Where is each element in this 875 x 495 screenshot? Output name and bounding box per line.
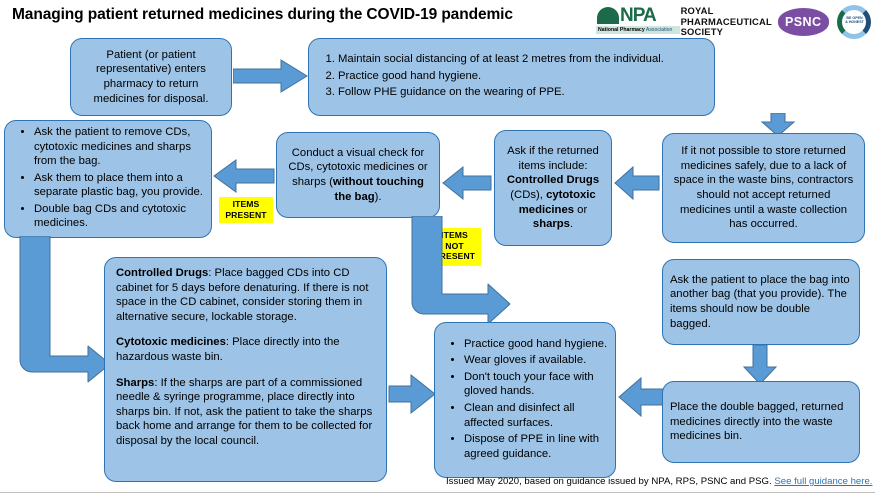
handling-sharps-text: : If the sharps are part of a commission… [116,376,373,447]
tag-items-not-present-line2: NOT [445,240,464,251]
psg-ring-icon [836,5,871,39]
box-patient-enters-text: Patient (or patient representative) ente… [93,48,209,105]
tag-items-present-line1: ITEMS [232,199,260,209]
list-item: Wear gloves if available. [464,353,608,368]
npa-logo: NPA National Pharmacy Association [594,4,680,40]
handling-paragraph-cds: Controlled Drugs: Place bagged CDs into … [116,266,375,324]
list-item: Ask the patient to remove CDs, cytotoxic… [34,125,204,169]
visual-check-line1: Conduct a visual check for CDs, cytotoxi… [288,146,428,188]
tag-items-present: ITEMS PRESENT [219,197,273,223]
footer-divider [0,492,875,493]
npa-logo-line2: Association [645,27,673,33]
psg-logo-line2: & HONEST [845,20,864,25]
arrow-no-storage-to-ask-items [614,165,660,201]
list-item: Practice good hand hygiene. [338,69,664,84]
ask-items-bold1: Controlled Drugs [506,174,600,187]
box-remove-items: Ask the patient to remove CDs, cytotoxic… [4,120,212,238]
box-visual-check: Conduct a visual check for CDs, cytotoxi… [276,132,440,218]
ask-items-bold2: cytotoxic medicines [518,189,596,216]
list-item: Practice good hand hygiene. [464,337,608,352]
handling-paragraph-cytotoxic: Cytotoxic medicines: Place directly into… [116,335,375,364]
handling-paragraph-sharps: Sharps: If the sharps are part of a comm… [116,376,375,449]
npa-arch-icon [597,7,619,24]
arrow-ask-items-to-visual-check [442,165,492,201]
handling-cds-text: : Place bagged CDs into CD cabinet for 5… [116,267,369,323]
box-hygiene-list: Practice good hand hygiene. Wear gloves … [442,337,608,464]
ask-items-line4: . [569,218,574,231]
handling-cytotoxic-label: Cytotoxic medicines [116,336,226,349]
box-no-storage: If it not possible to store returned med… [662,133,865,243]
list-item: Ask them to place them into a separate p… [34,171,204,200]
box-waste-bin: Place the double bagged, returned medici… [662,381,860,463]
logo-bar: NPA National Pharmacy Association ROYAL … [594,2,872,42]
guidance-link[interactable]: See full guidance here. [774,476,873,487]
footer: Issued May 2020, based on guidance issue… [446,476,872,487]
box-precautions: Maintain social distancing of at least 2… [308,38,715,116]
psg-logo-text: BE OPEN & HONEST [842,16,868,25]
handling-cds-label: Controlled Drugs [116,267,209,279]
arrow-remove-items-to-handling [19,236,111,383]
box-no-storage-text: If it not possible to store returned med… [673,145,854,231]
box-double-bag: Ask the patient to place the bag into an… [662,259,860,345]
list-item: Don't touch your face with gloved hands. [464,370,608,399]
box-handling: Controlled Drugs: Place bagged CDs into … [104,257,387,482]
handling-cytotoxic-text: : Place directly into the hazardous wast… [116,336,340,363]
box-ask-items-text: Ask if the returned items include: Contr… [502,144,604,232]
npa-logo-abbr: NPA [620,5,657,26]
arrow-visual-check-to-hygiene [411,216,511,325]
page-title: Managing patient returned medicines duri… [12,6,513,23]
box-precautions-list: Maintain social distancing of at least 2… [316,52,664,102]
arrow-visual-check-to-remove-items [213,159,275,193]
box-patient-enters: Patient (or patient representative) ente… [70,38,232,116]
list-item: Maintain social distancing of at least 2… [338,52,664,67]
psnc-logo: PSNC [777,8,829,36]
visual-check-bold1: without touching the bag [332,176,424,203]
box-remove-items-list: Ask the patient to remove CDs, cytotoxic… [12,125,204,233]
rps-logo: ROYAL PHARMACEUTICAL SOCIETY [680,5,772,38]
box-double-bag-text: Ask the patient to place the bag into an… [670,273,850,330]
handling-sharps-label: Sharps [116,376,155,389]
npa-logo-line1: National Pharmacy [598,27,645,33]
psg-logo-line1: BE OPEN [846,16,863,20]
arrow-handling-to-hygiene [388,373,436,415]
ask-items-line1: Ask if the returned items include: [507,145,599,172]
tag-items-not-present-line1: ITEMS [441,230,468,240]
psg-logo: BE OPEN & HONEST [835,3,872,41]
ask-items-line2: (CDs), [510,189,547,201]
list-item: Dispose of PPE in line with agreed guida… [464,432,608,461]
ask-items-line3: or [574,203,588,216]
rps-logo-line2: PHARMACEUTICAL [680,15,772,27]
box-hygiene: Practice good hand hygiene. Wear gloves … [434,322,616,478]
rps-logo-line3: SOCIETY [680,26,724,38]
arrow-hygiene-to-double-bag [618,376,666,418]
box-waste-bin-text: Place the double bagged, returned medici… [670,401,844,443]
tag-items-present-line2: PRESENT [225,209,267,220]
box-visual-check-text: Conduct a visual check for CDs, cytotoxi… [284,146,432,204]
list-item: Double bag CDs and cytotoxic medicines. [34,202,204,231]
npa-logo-subtitle: National Pharmacy Association [596,26,680,34]
list-item: Follow PHE guidance on the wearing of PP… [338,85,664,100]
rps-logo-line1: ROYAL [680,5,714,17]
visual-check-line2: ). [374,190,382,203]
arrow-double-bag-to-waste-bin [742,345,778,385]
arrow-patient-to-precautions [233,59,308,93]
list-item: Clean and disinfect all affected surface… [464,401,608,430]
tag-items-not-present-line3: PRESENT [433,251,476,261]
box-ask-items: Ask if the returned items include: Contr… [494,130,612,246]
ask-items-bold3: sharps [532,218,570,231]
arrow-precautions-to-no-storage [760,113,796,137]
footer-text: Issued May 2020, based on guidance issue… [446,476,775,487]
